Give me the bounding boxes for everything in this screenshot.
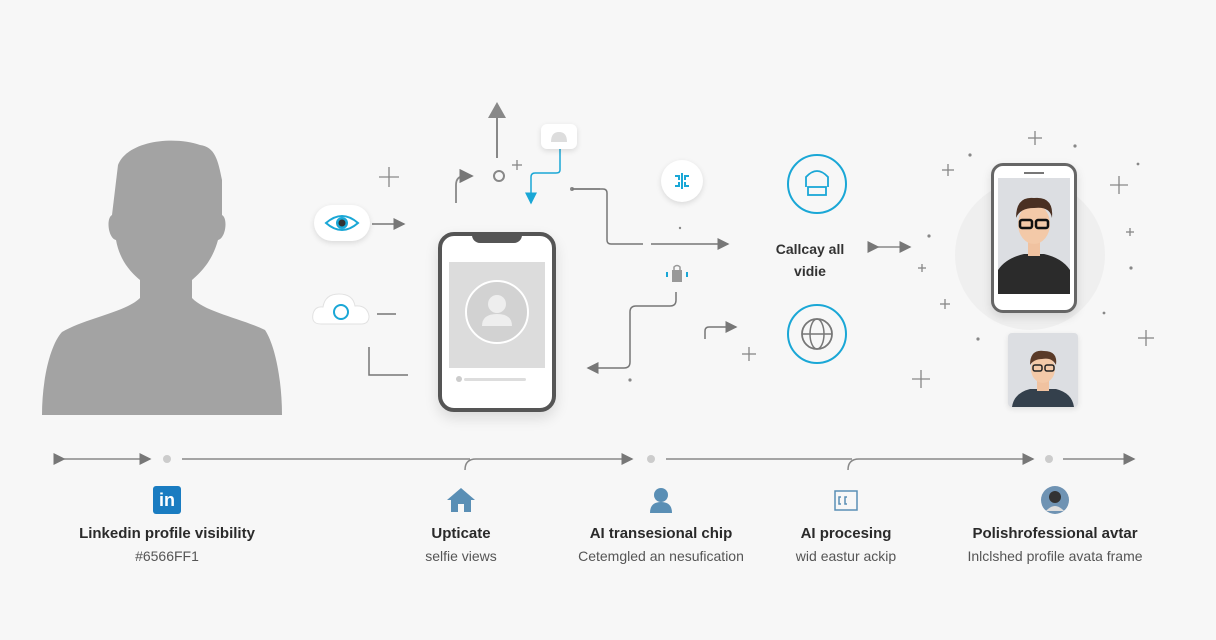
cloud-sync-icon — [311, 290, 371, 326]
sync-cycle-icon — [786, 153, 848, 215]
step-title: AI transesional chip — [589, 525, 733, 542]
phone-progress-bar — [464, 378, 526, 381]
frame-icon — [834, 490, 858, 511]
step-subtitle: Cetemgled an nesufication — [578, 548, 744, 564]
phone-dot — [456, 376, 462, 382]
eye-bubble — [314, 205, 370, 241]
result-phone — [991, 163, 1077, 313]
silhouette-person-icon — [42, 140, 282, 415]
globe-cycle-icon — [786, 303, 848, 365]
user-chip-icon — [650, 488, 672, 513]
step-title: Upticate — [431, 525, 491, 542]
avatar-icon — [1041, 486, 1069, 514]
avatar-thumbnail — [1008, 333, 1078, 407]
step-ai-processing: AI procesing wid eastur ackip — [726, 485, 966, 564]
step-title: AI procesing — [800, 525, 892, 542]
step-subtitle: #6566FF1 — [135, 548, 199, 564]
avatar-portrait — [998, 178, 1070, 294]
step-linkedin: in Linkedin profile visibility #6566FF1 — [47, 485, 287, 564]
phone-mockup — [438, 232, 556, 412]
phone-speaker — [1024, 172, 1044, 174]
neural-chip-icon — [675, 173, 689, 189]
eye-icon — [324, 215, 360, 231]
step-subtitle: selfie views — [425, 548, 497, 564]
lock-icon — [664, 262, 690, 286]
step-subtitle: Inlclshed profile avata frame — [967, 548, 1143, 564]
ai-chip-bubble — [661, 160, 703, 202]
step-polished-avatar: Polishrofessional avtar Inlclshed profil… — [935, 485, 1175, 564]
step-title: Polishrofessional avtar — [972, 525, 1138, 542]
step-ai-chip: AI transesional chip Cetemgled an nesufi… — [541, 485, 781, 564]
center-label: Callcay all vidie — [775, 241, 845, 279]
phone-screen — [449, 262, 545, 368]
placeholder-user-icon — [465, 280, 529, 344]
home-icon — [447, 488, 475, 512]
phone-notch — [472, 235, 522, 243]
linkedin-icon: in — [153, 486, 181, 514]
step-subtitle: wid eastur ackip — [795, 548, 897, 564]
step-title: Linkedin profile visibility — [79, 525, 255, 542]
message-card — [541, 124, 577, 149]
cloud-small-icon — [551, 131, 567, 142]
step-upload: Upticate selfie views — [341, 485, 581, 564]
